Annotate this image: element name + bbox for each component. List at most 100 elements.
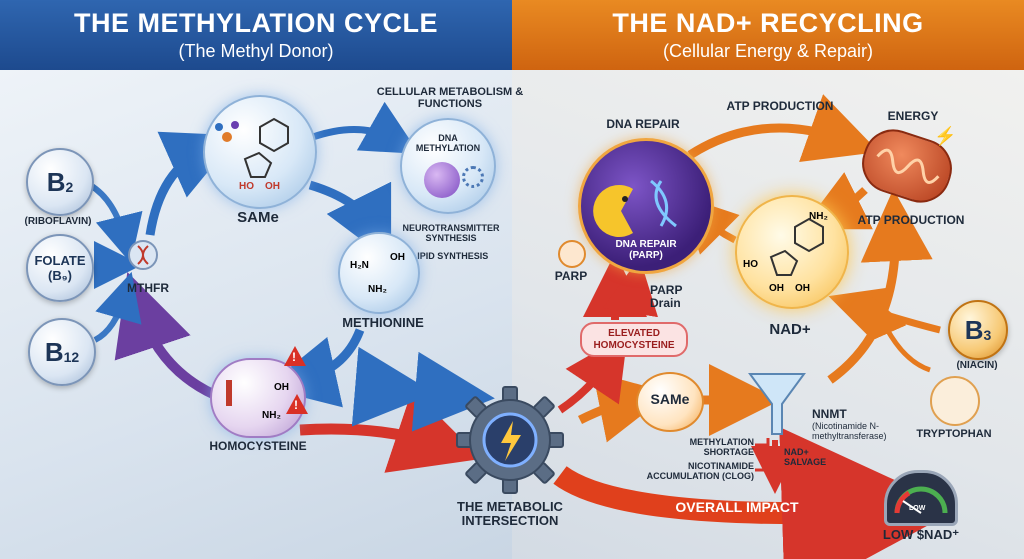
- methylation-shortage-label: METHYLATION SHORTAGE: [689, 437, 754, 457]
- arrow-homocysteine-to-intersection: [299, 389, 482, 473]
- nad-subtitle: (Cellular Energy & Repair): [662, 41, 874, 61]
- same-molecule: HO OH: [203, 95, 317, 209]
- nad-header: THE NAD+ RECYCLING (Cellular Energy & Re…: [512, 0, 1024, 70]
- nicotinamide-clog-label: NICOTINAMIDE ACCUMULATION (CLOG): [646, 461, 754, 481]
- tryptophan-icon: [930, 376, 980, 426]
- homocysteine-oh: OH: [274, 382, 289, 393]
- parp-drain-label: PARP Drain: [650, 283, 683, 311]
- dna-repair-parp-node: DNA REPAIR (PARP): [578, 138, 714, 274]
- dna-methylation-label: DNA METHYLATION: [415, 133, 481, 153]
- arrow-b3-to-nad: [828, 287, 941, 341]
- nad-nh2: NH₂: [809, 211, 828, 222]
- methylation-subtitle: (The Methyl Donor): [178, 41, 334, 61]
- inhibit-methylation: [755, 438, 770, 452]
- overall-impact-label: OVERALL IMPACT: [675, 499, 799, 515]
- funnel-shape: [748, 373, 806, 435]
- low-nad-label: LOW $NAD⁺: [882, 527, 960, 542]
- nad-title: THE NAD+ RECYCLING: [612, 8, 924, 38]
- arrow-same-to-functions: [308, 101, 420, 154]
- up-arrow-icon: [226, 380, 232, 406]
- nnmt-funnel-icon: [748, 368, 806, 440]
- b2-symbol: B: [46, 166, 66, 197]
- gear-shape: [456, 386, 564, 494]
- nucleus-icon: [424, 162, 460, 198]
- folate-label: FOLATE: [34, 253, 86, 268]
- parp-enzyme-icon: [593, 179, 677, 237]
- elevated-homocysteine-badge: ELEVATED HOMOCYSTEINE: [580, 322, 688, 357]
- nad-oh-right: OH: [795, 283, 810, 294]
- methionine-label: METHIONINE: [342, 315, 424, 330]
- b2-name: (RIBOFLAVIN): [24, 216, 92, 227]
- warning-icon-top: !: [284, 346, 306, 366]
- arrow-tryptophan-to-nad: [869, 296, 931, 373]
- mitochondria-icon: [854, 121, 960, 211]
- parp-label: PARP: [554, 269, 588, 283]
- nad-salvage-label: NAD+ SALVAGE: [784, 447, 827, 467]
- energy-label: ENERGY: [887, 109, 939, 123]
- nad-ho: HO: [743, 259, 758, 270]
- methylation-title: THE METHYLATION CYCLE: [74, 8, 438, 38]
- gauge-icon: LOW: [884, 470, 958, 526]
- functions-title: CELLULAR METABOLISM & FUNCTIONS: [376, 86, 524, 111]
- inhibit-nicotinamide: [755, 463, 770, 477]
- atp-production-top: ATP PRODUCTION: [726, 99, 834, 113]
- nad-molecule: HO OH OH NH₂: [735, 195, 849, 309]
- parp-dna-icon: [558, 240, 586, 268]
- dna-repair-parp-label: DNA REPAIR (PARP): [615, 239, 677, 261]
- lightning-icon: ⚡: [934, 126, 957, 146]
- intersection-label: THE METABOLIC INTERSECTION: [457, 499, 563, 529]
- methylation-header: THE METHYLATION CYCLE (The Methyl Donor): [0, 0, 512, 70]
- atp-production-side: ATP PRODUCTION: [857, 213, 965, 227]
- arrow-homocysteine-to-mthfr: [114, 272, 218, 400]
- same-label: SAMe: [237, 209, 279, 226]
- arrow-dna-repair-to-energy: [687, 94, 879, 162]
- b2-subscript: 2: [65, 179, 74, 195]
- b3-symbol: B: [964, 314, 984, 345]
- arrow-bidirectional: [351, 346, 495, 432]
- b12-subscript: 12: [63, 349, 80, 365]
- arrow-b12-to-mthfr: [93, 271, 142, 343]
- arrow-b2-to-mthfr: [88, 182, 143, 264]
- methionine-nh2-bottom: NH₂: [368, 284, 387, 295]
- dna-helix-icon: [128, 240, 158, 270]
- nad-oh-left: OH: [769, 283, 784, 294]
- lipid-label: LIPID SYNTHESIS: [411, 251, 489, 261]
- arrow-same-to-methionine: [308, 180, 392, 263]
- gauge-dial: [894, 486, 948, 514]
- mthfr-label: MTHFR: [127, 281, 169, 295]
- arrow-overall-impact: [553, 426, 958, 559]
- methionine-molecule: H₂N OH NH₂: [338, 232, 420, 314]
- neurotransmitter-label: NEUROTRANSMITTER SYNTHESIS: [402, 223, 500, 243]
- folate-b9: (B₉): [48, 268, 72, 283]
- dna-repair-title: DNA REPAIR: [606, 117, 680, 131]
- arrow-mthfr-to-same: [145, 131, 238, 236]
- folate-icon: FOLATE (B₉): [26, 234, 94, 302]
- nnmt-label: NNMT: [812, 407, 847, 421]
- dna-strand: [137, 245, 149, 265]
- same-structure: [215, 117, 289, 178]
- arrow-parp-drain: [602, 257, 659, 318]
- b12-symbol: B: [44, 336, 64, 367]
- same-right-label: SAMe: [650, 391, 690, 407]
- methionine-nh2-left: H₂N: [350, 260, 369, 271]
- homocysteine-nh2: NH₂: [262, 410, 281, 421]
- gauge-low: LOW: [909, 505, 926, 512]
- same-node-right: SAMe: [636, 372, 704, 432]
- nnmt-full-name: (Nicotinamide N-methyltransferase): [812, 421, 887, 441]
- arrow-intersection-to-elevated: [557, 333, 628, 414]
- gear-icon: [462, 166, 484, 188]
- tryptophan-label: TRYPTOPHAN: [916, 428, 992, 440]
- same-oh-left: HO: [239, 181, 254, 192]
- nad-structure: [769, 217, 824, 276]
- dna-methylation-cell: DNA METHYLATION: [400, 118, 496, 214]
- homocysteine-label: HOMOCYSTEINE: [209, 439, 307, 453]
- arrow-intersection-to-same: [577, 371, 671, 443]
- arrow-methionine-to-homocysteine: [264, 328, 365, 408]
- same-oh-right: OH: [265, 181, 280, 192]
- b3-name: (NIACIN): [956, 360, 998, 371]
- metabolic-gear-icon: [455, 385, 565, 495]
